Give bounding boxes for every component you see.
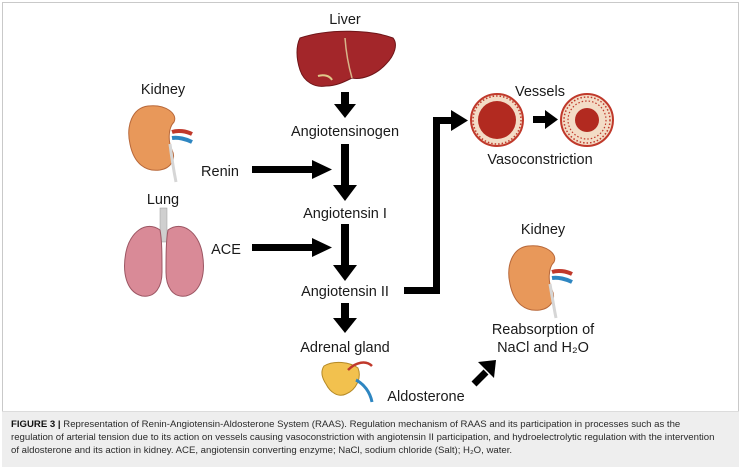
aldosterone-to-kidney-arrow: [471, 360, 496, 387]
angiotensin-2-to-vessels-arrow: [404, 110, 468, 294]
vessel-arrow: [533, 110, 558, 129]
reabsorption-label-line1: Reabsorption of: [492, 322, 595, 338]
renin-label: Renin: [201, 164, 239, 180]
adrenal-gland-icon: [321, 361, 374, 403]
vessels-label: Vessels: [515, 84, 565, 100]
reabsorption-label-line2: NaCl and H₂O: [497, 340, 589, 356]
liver-icon: [296, 30, 396, 87]
lung-label: Lung: [147, 192, 179, 208]
renin-arrow: [252, 160, 332, 179]
caption-line-3: of aldosterone and its action in kidney.…: [11, 445, 513, 457]
arrow-to-adrenal-gland: [333, 303, 357, 333]
arrow-to-angiotensin-2: [333, 224, 357, 281]
figure-caption: FIGURE 3 | Representation of Renin-Angio…: [2, 411, 739, 467]
angiotensin-2-label: Angiotensin II: [301, 284, 389, 300]
vessel-normal-icon: [470, 93, 524, 147]
liver-label: Liver: [329, 12, 361, 28]
caption-text-1: Representation of Renin-Angiotensin-Aldo…: [63, 419, 681, 430]
arrow-liver-to-angiotensinogen: [334, 92, 356, 118]
kidney-right-label: Kidney: [521, 222, 566, 238]
angiotensin-1-label: Angiotensin I: [303, 206, 387, 222]
caption-line-1: FIGURE 3 | Representation of Renin-Angio…: [11, 418, 731, 431]
kidney-right-icon: [508, 245, 573, 319]
lung-icon: [124, 207, 204, 297]
ace-label: ACE: [211, 242, 241, 258]
angiotensinogen-label: Angiotensinogen: [291, 124, 399, 140]
ace-arrow: [252, 238, 332, 257]
vessel-constricted-icon: [560, 93, 614, 147]
vasoconstriction-label: Vasoconstriction: [487, 152, 592, 168]
kidney-top-icon: [128, 105, 193, 183]
kidney-top-label: Kidney: [141, 82, 186, 98]
caption-label: FIGURE 3 |: [11, 419, 61, 430]
arrow-to-angiotensin-1: [333, 144, 357, 201]
aldosterone-label: Aldosterone: [387, 389, 464, 405]
caption-line-2: regulation of arterial tension due to it…: [11, 432, 715, 444]
adrenal-gland-label: Adrenal gland: [300, 340, 390, 356]
